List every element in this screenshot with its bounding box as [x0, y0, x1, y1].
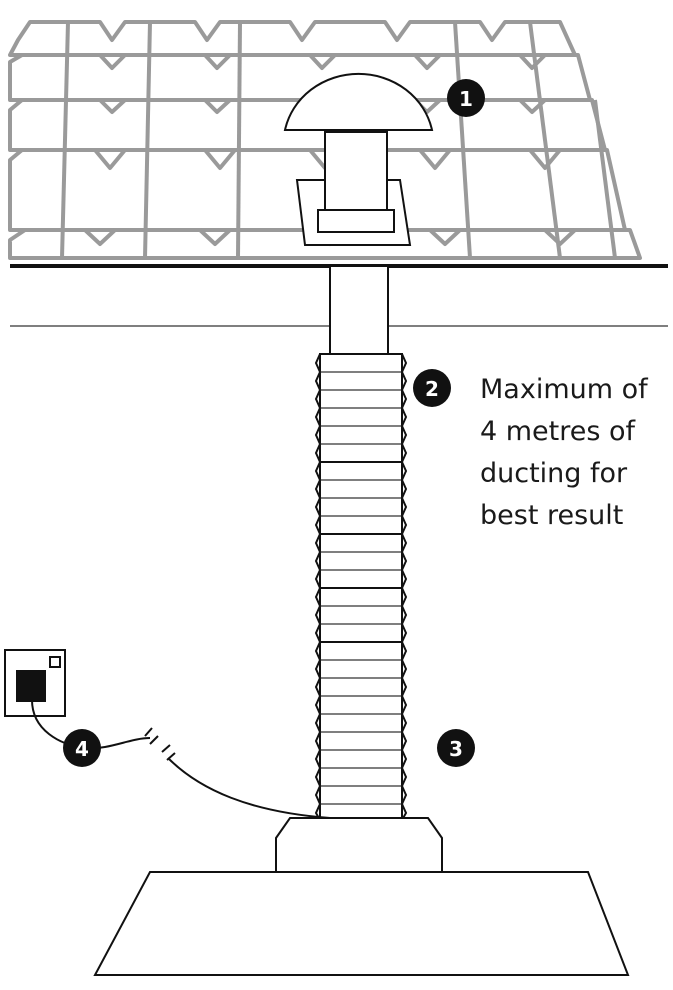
- flexible-ducting: [314, 353, 408, 821]
- callout-line-4: best result: [480, 500, 623, 531]
- power-cable-continued: [167, 757, 331, 819]
- marker-4-label: 4: [75, 737, 89, 761]
- marker-4: 4: [63, 729, 101, 767]
- marker-2-label: 2: [425, 377, 439, 401]
- roof-cowl: [283, 73, 434, 246]
- marker-3-label: 3: [449, 737, 463, 761]
- callout-line-2: 4 metres of: [480, 416, 637, 447]
- marker-3: 3: [437, 729, 475, 767]
- ducting-callout: Maximum of 4 metres of ducting for best …: [480, 374, 649, 531]
- marker-2: 2: [413, 369, 451, 407]
- callout-line-1: Maximum of: [480, 374, 649, 405]
- ceiling-fan-unit: [93, 817, 630, 976]
- callout-line-3: ducting for: [480, 458, 628, 489]
- power-socket: [4, 649, 66, 717]
- marker-1: 1: [447, 79, 485, 117]
- rigid-duct: [329, 265, 389, 355]
- marker-1-label: 1: [459, 87, 473, 111]
